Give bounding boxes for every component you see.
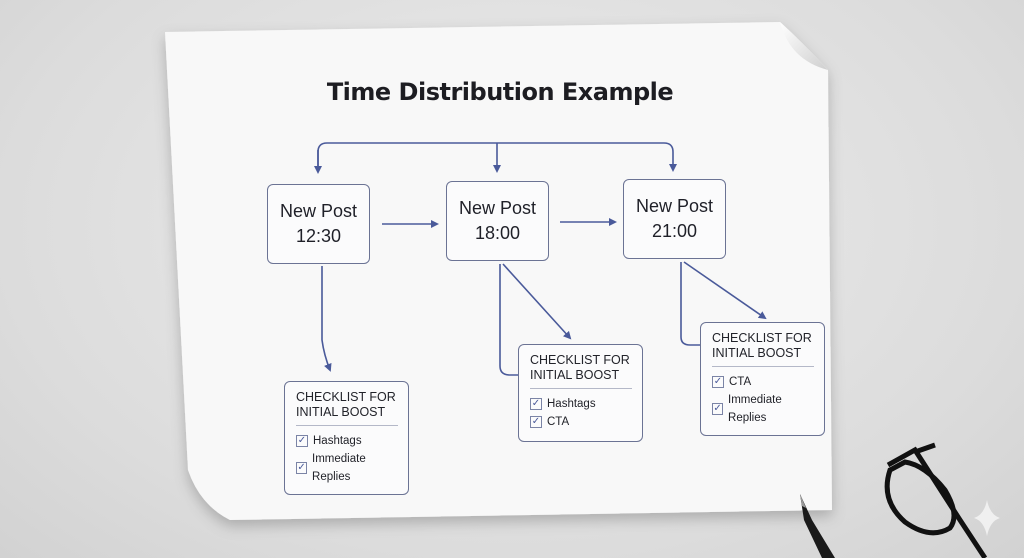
connector-arrows <box>314 142 767 376</box>
item-label: CTA <box>547 416 570 428</box>
heading-line: CHECKLIST FOR <box>296 390 396 404</box>
sparkle-icon <box>974 500 1000 536</box>
heading-line: INITIAL BOOST <box>712 346 802 360</box>
post-label: New Post <box>635 196 714 216</box>
heading-line: INITIAL BOOST <box>530 368 620 382</box>
post-label: New Post <box>279 201 358 221</box>
item-label: Hashtags <box>547 398 596 410</box>
item-label: Immediate Replies <box>312 453 366 483</box>
checkbox-checked-icon: ✓ <box>712 376 724 388</box>
item-label: CTA <box>729 376 752 388</box>
post-node-2: New Post 18:00 <box>446 181 549 261</box>
page-title: Time Distribution Example <box>326 78 674 106</box>
checkbox-checked-icon: ✓ <box>530 416 542 428</box>
post-node-3: New Post 21:00 <box>623 179 726 259</box>
checklist-item: ✓ CTA <box>712 373 814 391</box>
eyeglasses <box>884 442 988 558</box>
post-time: 21:00 <box>651 221 698 241</box>
checklist-item: ✓ Immediate Replies <box>296 450 398 486</box>
checkbox-checked-icon: ✓ <box>296 435 308 447</box>
heading-line: CHECKLIST FOR <box>530 353 630 367</box>
heading-line: INITIAL BOOST <box>296 405 386 419</box>
post-time: 18:00 <box>474 223 521 243</box>
post-time: 12:30 <box>295 226 342 246</box>
checklist-item: ✓ Hashtags <box>530 395 632 413</box>
checklist-item: ✓ CTA <box>530 413 632 431</box>
paper-curl <box>780 22 828 70</box>
pen <box>800 494 835 558</box>
post-node-1: New Post 12:30 <box>267 184 370 264</box>
checklist-item: ✓ Immediate Replies <box>712 391 814 427</box>
heading-line: CHECKLIST FOR <box>712 331 812 345</box>
checklist-item: ✓ Hashtags <box>296 432 398 450</box>
checkbox-checked-icon: ✓ <box>530 398 542 410</box>
checkbox-checked-icon: ✓ <box>296 462 308 474</box>
item-label: Immediate Replies <box>728 394 782 424</box>
checkbox-checked-icon: ✓ <box>712 403 724 415</box>
post-label: New Post <box>458 198 537 218</box>
item-label: Hashtags <box>313 435 362 447</box>
